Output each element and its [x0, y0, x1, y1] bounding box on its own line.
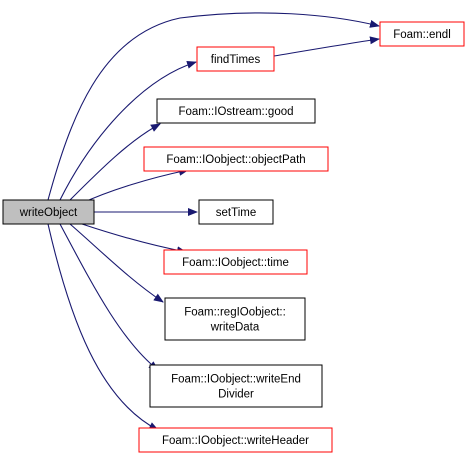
node-label: Foam::IOobject::time	[182, 257, 289, 269]
edge-writeObject-to-writeData	[69, 223, 164, 303]
node-good[interactable]: Foam::IOstream::good	[156, 98, 316, 124]
edge-layer	[47, 12, 380, 431]
node-box	[149, 364, 323, 408]
node-layer: writeObject Foam::endlfindTimesFoam::IOst…	[2, 21, 465, 453]
node-writeObject: writeObject	[2, 199, 95, 225]
node-label: findTimes	[211, 54, 261, 66]
node-box	[163, 249, 308, 275]
node-label: Foam::IOobject::writeHeader	[162, 435, 309, 447]
node-label: Foam::endl	[393, 29, 451, 41]
edge-writeObject-to-writeEndDivider	[59, 223, 159, 371]
node-box	[164, 297, 306, 341]
edge-writeObject-to-time	[81, 223, 187, 255]
node-setTime[interactable]: setTime	[198, 199, 274, 225]
node-label: writeObject	[19, 207, 78, 219]
edge-writeObject-to-good	[69, 123, 161, 201]
node-label: writeData	[210, 322, 260, 334]
node-label: Foam::regIOobject::	[184, 307, 286, 319]
node-box	[2, 199, 95, 225]
node-label: setTime	[216, 207, 256, 219]
node-label: Foam::IOstream::good	[178, 106, 293, 118]
node-writeHeader[interactable]: Foam::IOobject::writeHeader	[138, 427, 333, 453]
node-box	[156, 98, 316, 124]
edge-writeObject-to-endl	[47, 12, 380, 201]
node-label: Foam::IOobject::writeEnd	[171, 374, 301, 386]
node-endl[interactable]: Foam::endl	[379, 21, 465, 47]
node-findTimes[interactable]: findTimes	[196, 46, 275, 72]
edge-writeObject-to-objectPath	[79, 167, 189, 205]
edge-findTimes-to-endl	[273, 36, 380, 57]
node-box	[198, 199, 274, 225]
node-time[interactable]: Foam::IOobject::time	[163, 249, 308, 275]
node-box	[379, 21, 465, 47]
node-objectPath[interactable]: Foam::IOobject::objectPath	[143, 146, 329, 172]
edge-writeObject-to-findTimes	[59, 60, 197, 201]
node-box	[196, 46, 275, 72]
node-writeData[interactable]: Foam::regIOobject::writeData	[164, 297, 306, 341]
node-label: Divider	[218, 389, 254, 401]
node-box	[143, 146, 329, 172]
node-label: Foam::IOobject::objectPath	[166, 154, 305, 166]
node-box	[138, 427, 333, 453]
edge-writeObject-to-writeHeader	[47, 223, 159, 431]
